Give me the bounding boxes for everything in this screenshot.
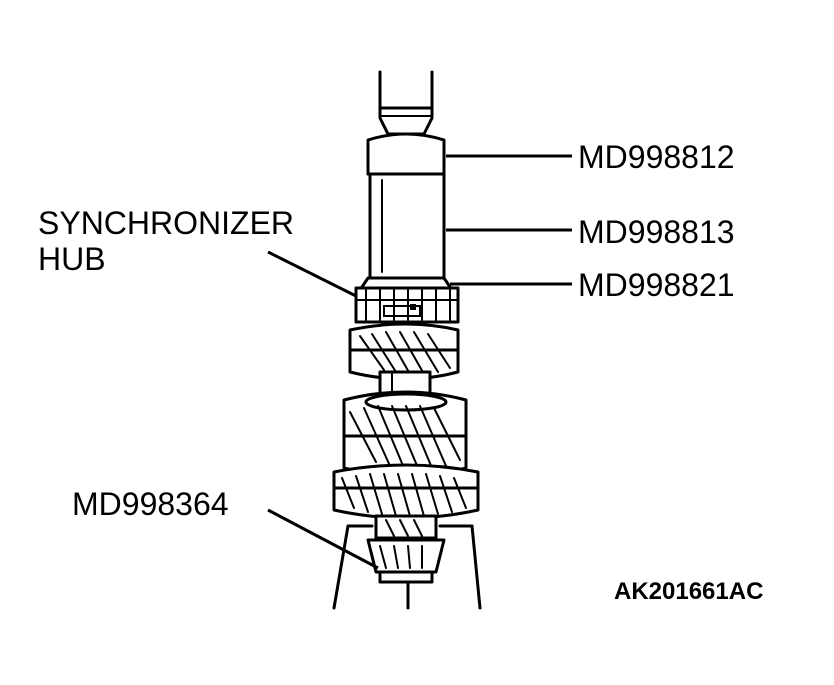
- lower-gear-cluster: [342, 390, 468, 478]
- synchronizer-hub: [354, 286, 460, 324]
- label-synchronizer-line1: SYNCHRONIZER: [38, 205, 295, 241]
- leader-md998364: [267, 508, 379, 570]
- leader-synchronizer-hub: [267, 250, 357, 298]
- label-md998813: MD998813: [578, 214, 735, 250]
- figure-code: AK201661AC: [614, 578, 764, 605]
- label-md998364: MD998364: [72, 486, 229, 522]
- upper-helical-gear: [348, 322, 460, 381]
- support-block: [332, 524, 482, 610]
- bottom-gear-ring: [332, 463, 480, 520]
- label-md998821: MD998821: [578, 267, 735, 303]
- label-synchronizer-line2: HUB: [38, 241, 106, 277]
- lower-shaft: [374, 514, 438, 540]
- label-md998812: MD998812: [578, 139, 735, 175]
- tool-md998812: [366, 132, 446, 176]
- tool-md998364: [366, 538, 446, 584]
- leader-lines: [267, 154, 572, 570]
- press-ram: [378, 70, 434, 136]
- tool-md998813: [368, 172, 446, 280]
